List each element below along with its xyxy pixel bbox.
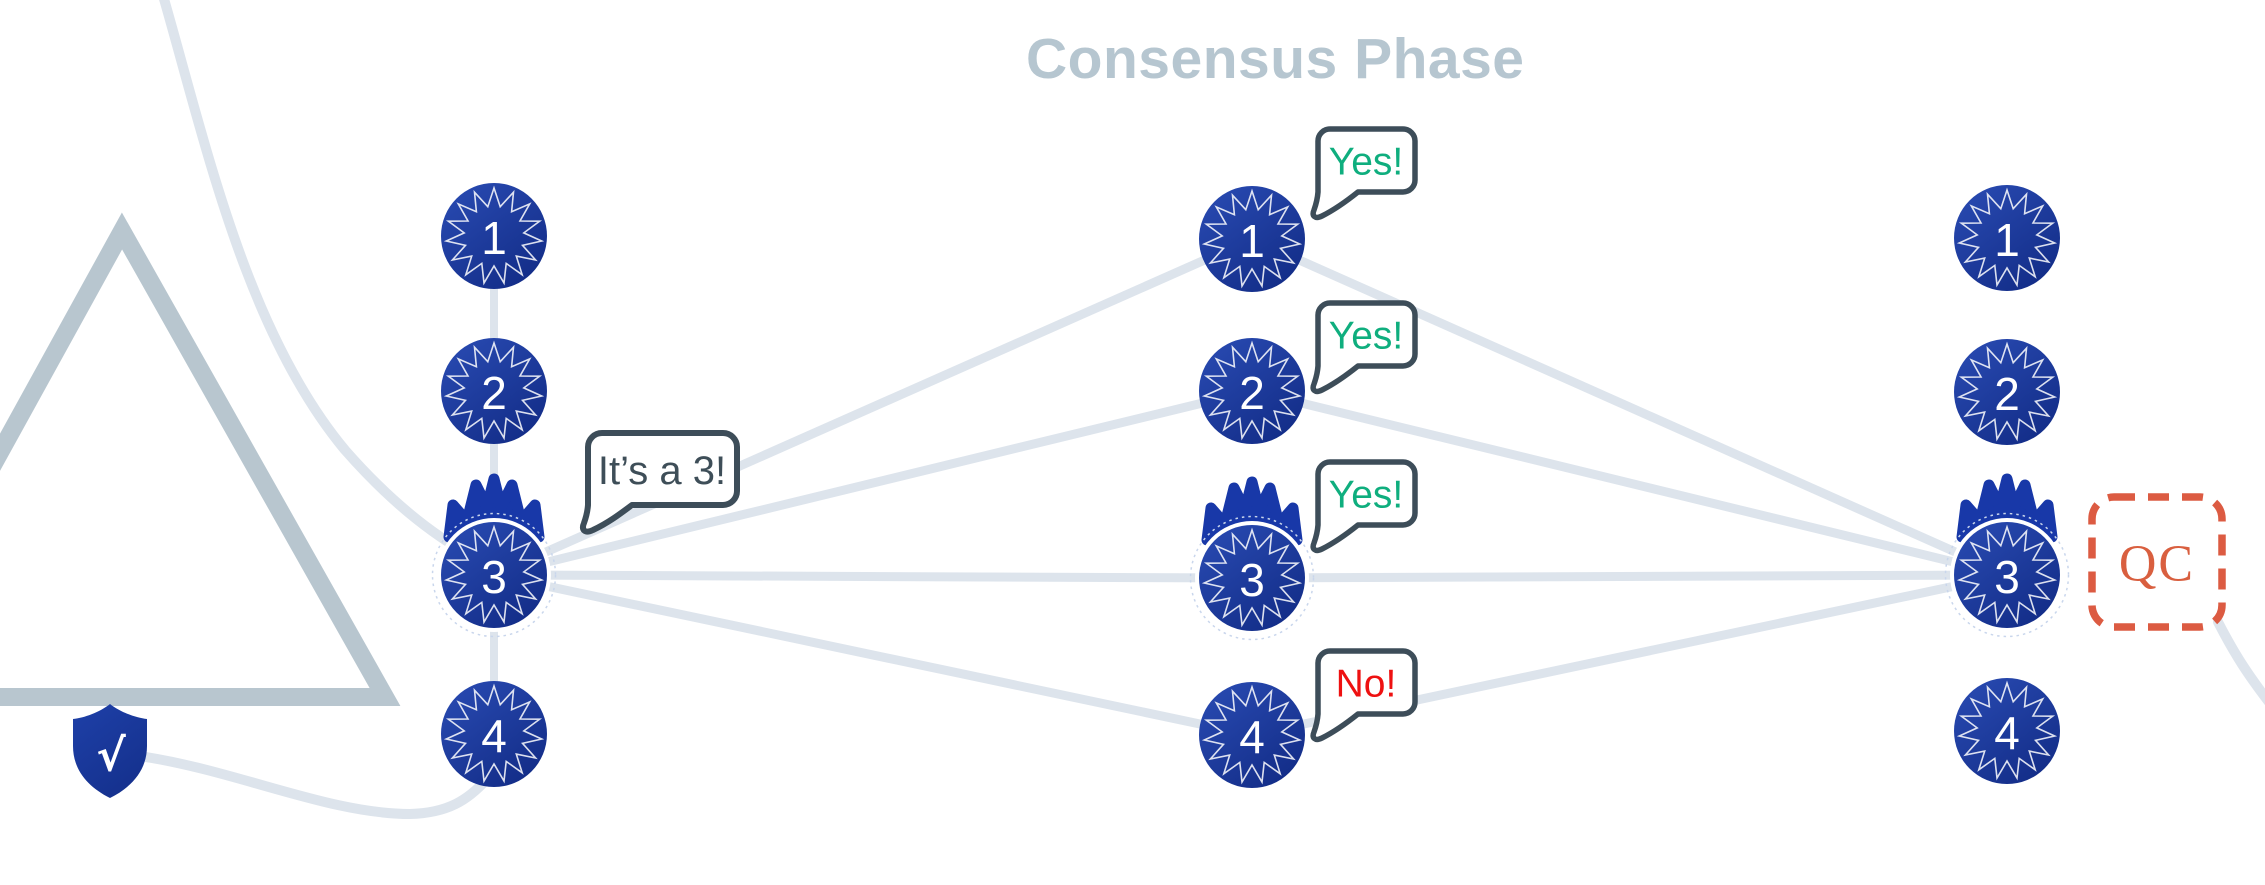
- node-label: 2: [481, 367, 507, 419]
- vote-bubble-2: Yes!: [1310, 300, 1418, 395]
- vote-text: Yes!: [1329, 315, 1403, 358]
- node-middle-4: 4: [1198, 681, 1306, 789]
- node-label: 3: [1239, 554, 1265, 606]
- node-middle-2: 2: [1198, 337, 1306, 445]
- speech-bubble-shape: [1310, 126, 1418, 221]
- leader-halo-ring: [1189, 515, 1315, 641]
- integrity-shield-icon: √: [73, 704, 147, 798]
- vote-text: Yes!: [1329, 141, 1403, 184]
- speech-bubble-shape: [1310, 300, 1418, 395]
- shield-shape: [73, 704, 147, 798]
- edge-replica-1-to-leader: [1250, 234, 2009, 580]
- vote-bubble-3: Yes!: [1310, 459, 1418, 554]
- speech-bubble-shape: [580, 430, 740, 535]
- phase-title: Consensus Phase: [1026, 27, 1525, 91]
- node-left-3-leader: 3: [431, 512, 557, 638]
- vote-text: Yes!: [1329, 474, 1403, 517]
- edge-leader-to-replica-2: [492, 386, 1254, 580]
- edge-replica-2-to-leader: [1250, 386, 2009, 580]
- announcement-text: It’s a 3!: [598, 449, 726, 493]
- edge-leader-to-replica-3: [493, 570, 1253, 583]
- node-label: 1: [1239, 215, 1265, 267]
- leader-halo-ring: [1944, 512, 2070, 638]
- vote-bubbles: Yes! Yes! Yes! No!: [1310, 126, 1418, 743]
- background-curve-top-left: [159, 0, 487, 567]
- announcement-bubble: It’s a 3!: [580, 430, 740, 535]
- speech-bubble-shape: [1310, 459, 1418, 554]
- edge-leader-to-replica-1: [492, 234, 1254, 580]
- qc-text: QC: [2119, 536, 2195, 593]
- speech-bubble-shape: [1310, 648, 1418, 743]
- replica-column-middle: 1 2 3 4: [1189, 185, 1315, 789]
- replica-column-left: 1 2 3 4: [431, 182, 557, 788]
- triangle-outline: [0, 212, 401, 706]
- background-curve-bottom-left: [141, 752, 492, 820]
- leader-halo-ring: [431, 512, 557, 638]
- background-curve-bottom-right: [2213, 617, 2265, 706]
- node-left-1: 1: [440, 182, 548, 290]
- edge-replica-3-to-leader: [1251, 570, 2008, 583]
- node-label: 1: [481, 212, 507, 264]
- radical-icon: √: [96, 731, 126, 782]
- node-right-2: 2: [1953, 338, 2061, 446]
- replica-column-right: 1 2 3 4: [1944, 184, 2070, 785]
- node-label: 3: [1994, 551, 2020, 603]
- node-label: 1: [1994, 214, 2020, 266]
- node-label: 4: [1239, 711, 1265, 763]
- vote-bubble-4: No!: [1310, 648, 1418, 743]
- node-left-2: 2: [440, 337, 548, 445]
- node-label: 2: [1239, 367, 1265, 419]
- node-middle-3-leader: 3: [1189, 515, 1315, 641]
- edge-leader-to-replica-4: [493, 570, 1253, 740]
- vote-bubble-1: Yes!: [1310, 126, 1418, 221]
- vote-text: No!: [1336, 663, 1397, 706]
- background-shapes: [0, 0, 2265, 820]
- quorum-certificate-badge: QC: [2088, 493, 2226, 631]
- node-middle-1: 1: [1198, 185, 1306, 293]
- node-right-4: 4: [1953, 677, 2061, 785]
- node-label: 3: [481, 551, 507, 603]
- node-left-4: 4: [440, 680, 548, 788]
- node-label: 2: [1994, 368, 2020, 420]
- node-right-1: 1: [1953, 184, 2061, 292]
- node-label: 4: [1994, 707, 2020, 759]
- qc-dashed-box: [2088, 493, 2226, 631]
- node-label: 4: [481, 710, 507, 762]
- node-right-3-leader: 3: [1944, 512, 2070, 638]
